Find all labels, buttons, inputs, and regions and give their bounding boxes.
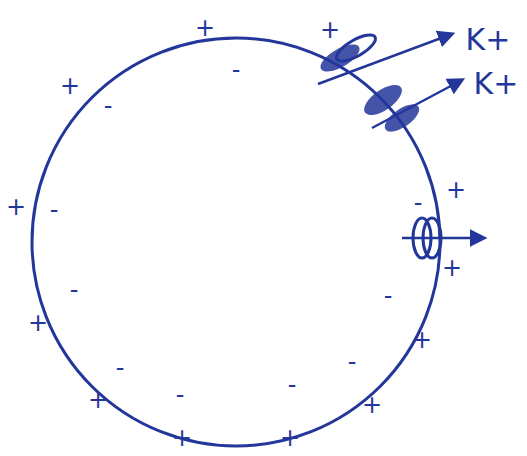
charge-sign: + [320,18,340,42]
charge-sign: - [104,94,113,118]
charge-sign: - [176,383,185,407]
charge-sign: - [70,278,79,302]
charge-sign: + [412,328,432,352]
charge-sign: - [414,191,423,215]
charge-sign: + [442,256,462,280]
charge-sign: + [88,388,108,412]
charge-sign: + [60,74,80,98]
charge-sign: + [195,16,215,40]
potassium-channel [359,79,462,137]
charge-sign: - [384,284,393,308]
cell-membrane [32,38,440,446]
charge-sign: + [362,393,382,417]
charge-sign: - [50,198,59,222]
charge-sign: + [280,426,300,450]
charge-sign: + [446,178,466,202]
charge-sign: - [232,58,241,82]
ion-label: K+ [474,69,519,99]
charge-sign: - [288,373,297,397]
charge-sign: - [348,350,357,374]
ion-channel [402,218,484,258]
charge-sign: - [116,356,125,380]
charge-sign: + [6,195,26,219]
ion-label: K+ [466,25,511,55]
charge-sign: + [28,311,48,335]
charge-sign: + [172,426,192,450]
